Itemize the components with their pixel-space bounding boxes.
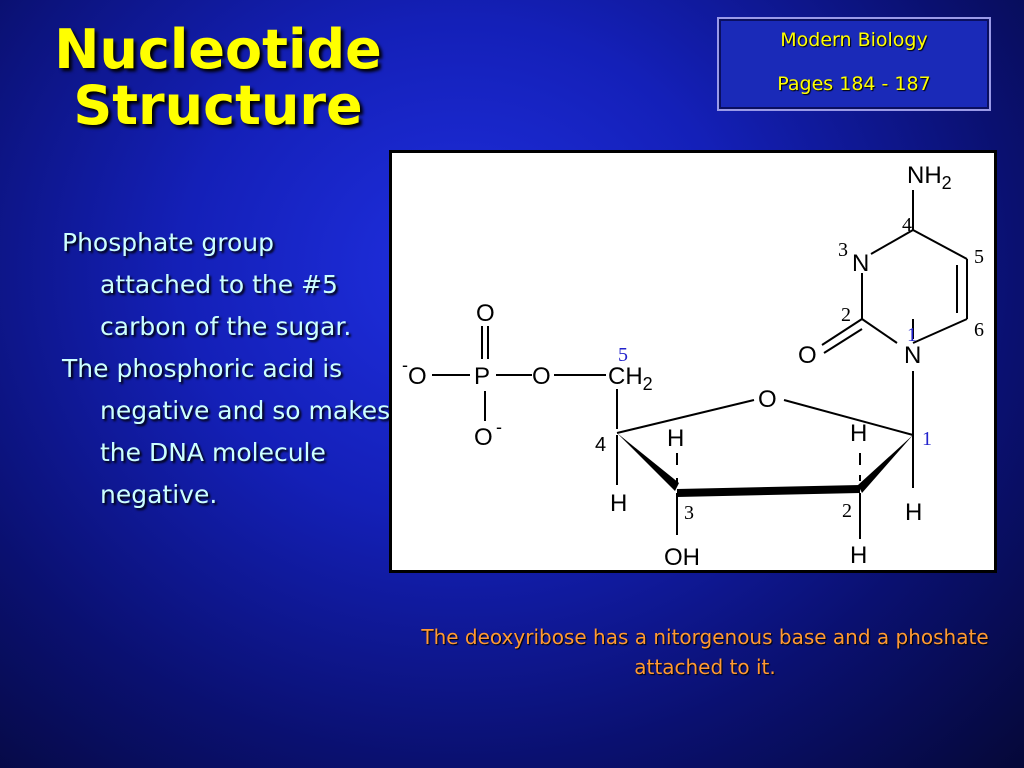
- atom-o-bottom: O: [474, 424, 493, 451]
- atom-n3: N: [852, 250, 869, 277]
- reference-book: Modern Biology: [780, 29, 928, 51]
- nucleotide-structure-svg: O O - P O O - CH2 O H H H OH H H NH2 N O…: [402, 162, 984, 570]
- slide-title: Nucleotide Structure: [18, 22, 418, 134]
- wedge-right: [858, 435, 913, 493]
- atom-n1: N: [904, 342, 921, 369]
- wedge-bottom: [677, 485, 860, 497]
- atom-o-left: O: [408, 363, 427, 390]
- label-b4: 4: [902, 214, 912, 236]
- atom-ring-o: O: [758, 386, 777, 413]
- label-c3: 3: [684, 502, 694, 524]
- atom-h-c1: H: [905, 499, 922, 526]
- atom-o-top: O: [476, 300, 495, 327]
- atom-nh2: NH2: [907, 162, 952, 193]
- wedge-left: [617, 433, 679, 491]
- label-c5: 5: [618, 344, 628, 366]
- label-b1: 1: [907, 324, 917, 346]
- atom-o2: O: [798, 342, 817, 369]
- atom-h-c2: H: [850, 542, 867, 569]
- title-line-1: Nucleotide: [54, 18, 382, 81]
- bullet-list: Phosphate group attached to the #5 carbo…: [62, 222, 392, 516]
- label-b3: 3: [838, 239, 848, 261]
- title-line-2: Structure: [73, 74, 363, 137]
- atom-h-c3-top: H: [667, 425, 684, 452]
- reference-box: Modern Biology Pages 184 - 187: [717, 17, 991, 111]
- atom-h-c2-top: H: [850, 420, 867, 447]
- bullet-phosphate: Phosphate group attached to the #5 carbo…: [62, 228, 352, 341]
- label-b2: 2: [841, 304, 851, 326]
- label-c2: 2: [842, 500, 852, 522]
- bond-lines: [432, 190, 968, 539]
- minus-bottom: -: [496, 417, 502, 437]
- bullet-negative-charge: The phosphoric acid is negative and so m…: [62, 354, 391, 509]
- atom-h-c4: H: [610, 490, 627, 517]
- reference-pages: Pages 184 - 187: [777, 73, 931, 95]
- atom-ch2: CH2: [608, 363, 653, 394]
- atom-oh-c3: OH: [664, 544, 700, 570]
- label-c1: 1: [922, 428, 932, 450]
- label-b5: 5: [974, 246, 984, 268]
- label-b6: 6: [974, 319, 984, 341]
- nucleotide-diagram: O O - P O O - CH2 O H H H OH H H NH2 N O…: [389, 150, 997, 573]
- atom-p: P: [474, 363, 490, 390]
- label-c4: 4: [595, 434, 606, 456]
- figure-caption: The deoxyribose has a nitorgenous base a…: [421, 625, 989, 679]
- atom-o-right: O: [532, 363, 551, 390]
- minus-left: -: [402, 355, 408, 375]
